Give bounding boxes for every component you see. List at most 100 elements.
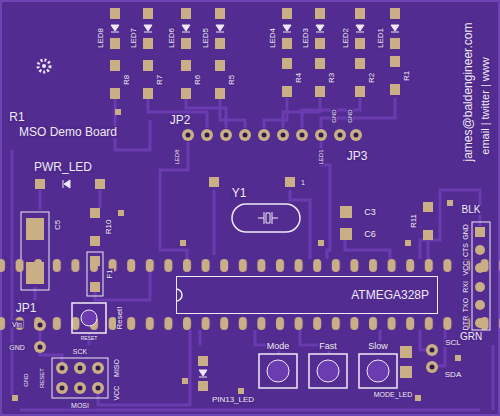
vias bbox=[12, 109, 461, 401]
button-outline bbox=[359, 354, 397, 388]
silkscreen-label: TXO bbox=[462, 297, 469, 313]
silkscreen-label: LED1 bbox=[318, 148, 324, 165]
silkscreen-label: SDA bbox=[444, 371, 462, 379]
pin bbox=[475, 227, 485, 237]
pin bbox=[475, 300, 485, 310]
ftdi-header bbox=[472, 222, 490, 330]
silkscreen-label: RESET bbox=[39, 367, 45, 389]
silkscreen-label: Vin bbox=[11, 321, 23, 328]
via bbox=[115, 109, 121, 115]
via bbox=[182, 378, 188, 384]
silkscreen-label: LED6 bbox=[168, 27, 176, 49]
via bbox=[405, 240, 411, 246]
silkscreen-label: JP3 bbox=[346, 150, 369, 162]
pin bbox=[475, 282, 485, 292]
silkscreen-label: C3 bbox=[363, 208, 377, 217]
silkscreen-label: LED1 bbox=[377, 27, 385, 49]
chip-body: ATMEGA328P bbox=[176, 276, 438, 314]
silkscreen-label: GND bbox=[462, 223, 469, 241]
silkscreen-label: R7 bbox=[156, 74, 164, 86]
reset-button bbox=[72, 303, 106, 333]
button-cap bbox=[317, 360, 339, 382]
silkscreen-label: Reset! bbox=[116, 305, 124, 330]
hole bbox=[78, 366, 83, 371]
hole bbox=[60, 366, 65, 371]
via bbox=[180, 240, 186, 246]
silkscreen-label: Mode bbox=[266, 342, 291, 351]
silkscreen-label: C5 bbox=[54, 219, 62, 231]
silkscreen-label: R2 bbox=[368, 72, 376, 84]
pin bbox=[74, 382, 86, 394]
chip-label: ATMEGA328P bbox=[351, 289, 429, 301]
via bbox=[12, 395, 18, 401]
silkscreen-label: C6 bbox=[363, 230, 377, 239]
button-cap bbox=[81, 310, 97, 326]
button-cap bbox=[267, 360, 289, 382]
silkscreen-label: DTR bbox=[462, 315, 469, 331]
silkscreen-label: LED5 bbox=[202, 27, 210, 49]
silkscreen-label: LED3 bbox=[302, 27, 310, 49]
silkscreen-label: VCC bbox=[113, 385, 120, 402]
pin bbox=[56, 382, 68, 394]
hole bbox=[96, 366, 101, 371]
hole bbox=[38, 323, 43, 328]
isp-header bbox=[52, 358, 108, 398]
silkscreen-label: MOSI bbox=[70, 402, 90, 409]
header-outline bbox=[472, 222, 490, 330]
silkscreen-label: Y1 bbox=[231, 187, 248, 199]
via bbox=[415, 395, 421, 401]
hole bbox=[60, 386, 65, 391]
pin bbox=[426, 344, 438, 356]
silkscreen-label: SCL bbox=[444, 339, 462, 347]
silkscreen-label: R5 bbox=[228, 74, 236, 86]
pin bbox=[92, 362, 104, 374]
silkscreen-label: GND bbox=[347, 108, 353, 123]
silkscreen-label: james@baldengineer.com bbox=[462, 22, 474, 163]
hole bbox=[78, 386, 83, 391]
silkscreen-label: R1 bbox=[403, 70, 411, 82]
via bbox=[455, 355, 461, 361]
silkscreen-label: PIN13_LED bbox=[211, 396, 255, 404]
silkscreen-label: VCC bbox=[462, 260, 469, 277]
button-cap bbox=[367, 360, 389, 382]
via bbox=[447, 200, 453, 206]
via bbox=[318, 240, 324, 246]
pin bbox=[74, 362, 86, 374]
silkscreen-label: GND bbox=[331, 108, 337, 123]
silkscreen-label: LED2 bbox=[342, 27, 350, 49]
silkscreen-label: BLK bbox=[461, 205, 482, 215]
silkscreen-label: GND bbox=[8, 344, 26, 351]
hole bbox=[430, 365, 435, 370]
button-outline bbox=[309, 354, 347, 388]
silkscreen-label: LED4 bbox=[269, 27, 277, 49]
silkscreen-label: MODE_LED bbox=[373, 391, 414, 398]
silkscreen-label: LED8 bbox=[97, 27, 105, 49]
i2c-pins bbox=[426, 344, 438, 373]
silkscreen-label: email | twitter | www bbox=[480, 56, 491, 155]
hole bbox=[38, 345, 43, 350]
silkscreen-label: R10 bbox=[105, 219, 113, 236]
silkscreen-label: LED8 bbox=[174, 148, 180, 165]
silkscreen-label: R6 bbox=[194, 74, 202, 86]
silkscreen-label: R3 bbox=[328, 72, 336, 84]
silkscreen-label: SCK bbox=[72, 348, 88, 355]
silkscreen-label: Slow bbox=[367, 342, 389, 351]
pin bbox=[475, 245, 485, 255]
silkscreen-label: CTS bbox=[462, 242, 469, 258]
silkscreen-label: PWR_LED bbox=[33, 161, 93, 173]
silkscreen-label: RESET bbox=[80, 336, 99, 341]
silkscreen-label: R11 bbox=[410, 213, 418, 229]
silkscreen-label: GRN bbox=[459, 332, 483, 342]
tactile-buttons bbox=[259, 354, 397, 388]
via bbox=[118, 210, 124, 216]
pin bbox=[56, 362, 68, 374]
pin bbox=[34, 341, 46, 353]
silkscreen-label: JP1 bbox=[15, 302, 38, 314]
silkscreen-label: RXI bbox=[462, 280, 469, 294]
board-title: MSO Demo Board bbox=[18, 126, 118, 138]
pin bbox=[475, 318, 485, 328]
button-outline bbox=[72, 303, 106, 333]
